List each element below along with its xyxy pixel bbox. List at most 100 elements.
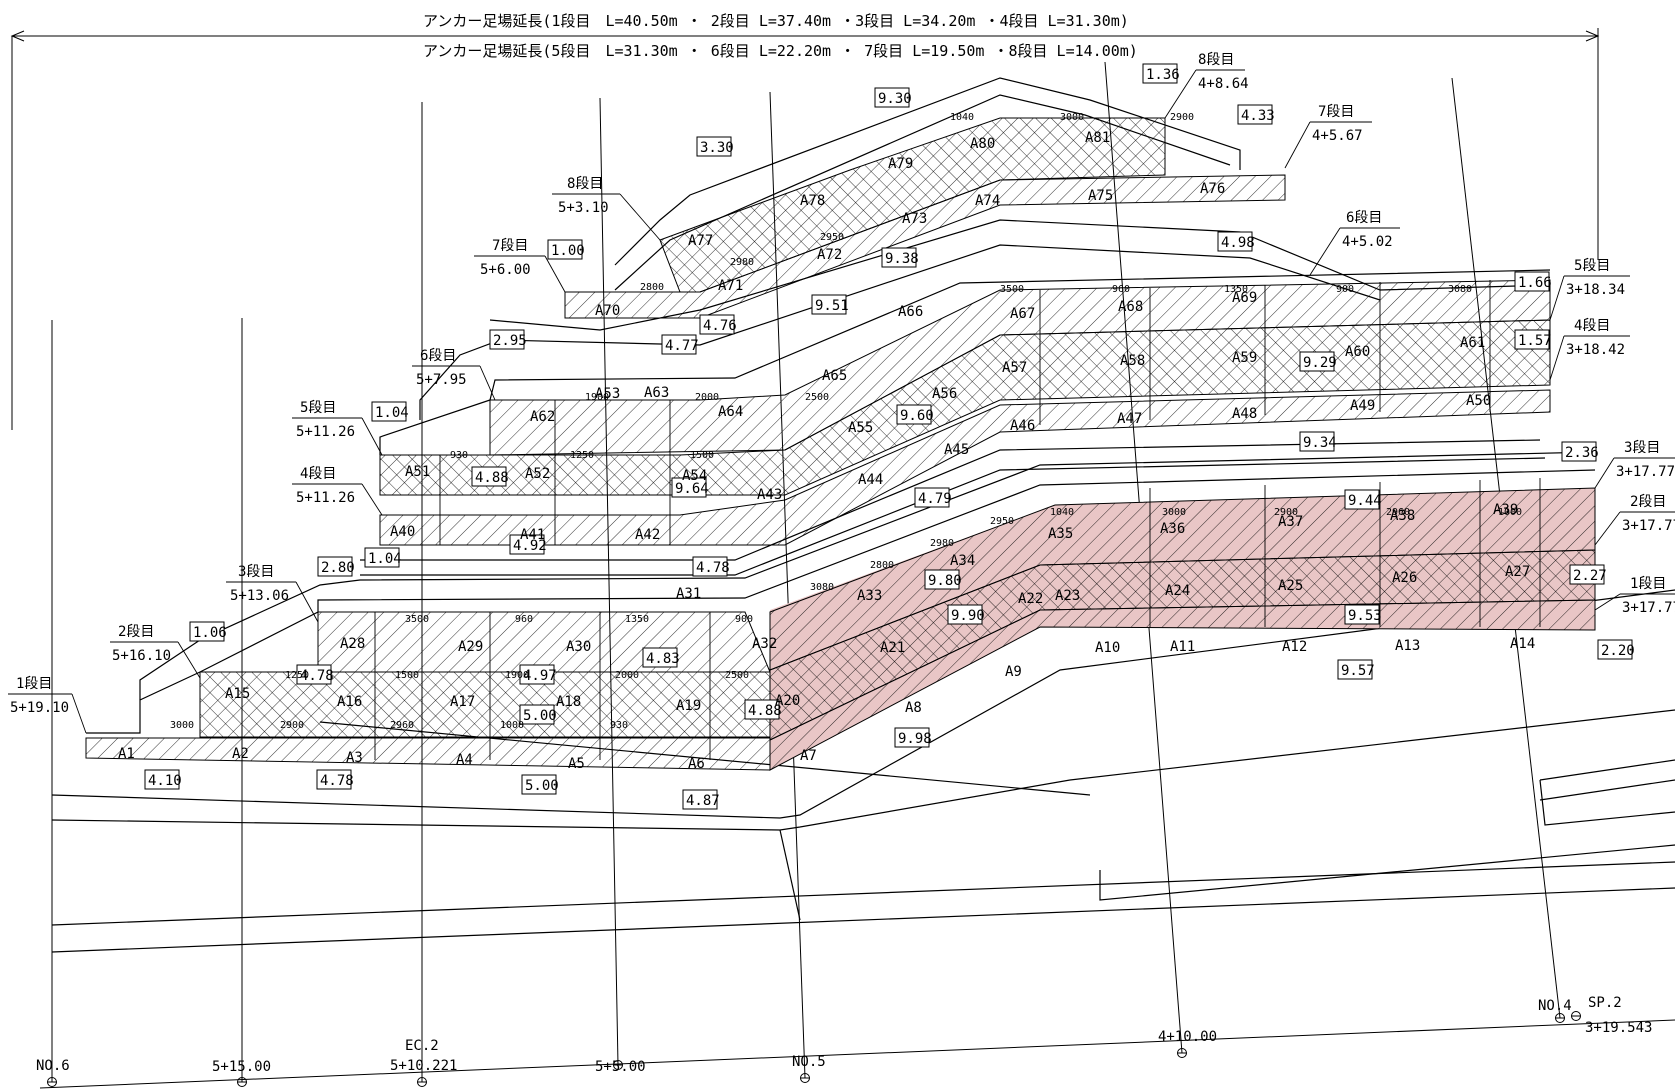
svg-text:9.60: 9.60 (900, 408, 934, 424)
area-label: A67 (1010, 306, 1035, 322)
area-label: A47 (1117, 411, 1142, 427)
dimension-label: 2900 (1170, 112, 1194, 123)
area-label: A44 (858, 472, 883, 488)
height-box: 4.88 (744, 699, 782, 720)
station-sub-sp2: 3+19.543 (1585, 1020, 1652, 1036)
dimension-label: 930 (450, 450, 468, 461)
dimension-label: 1350 (625, 614, 649, 625)
dimension-label: 1000 (1498, 507, 1522, 518)
area-label: A69 (1232, 290, 1257, 306)
dimension-label: 1250 (570, 450, 594, 461)
svg-text:4.78: 4.78 (696, 560, 730, 576)
area-label: A68 (1118, 299, 1143, 315)
area-label: A56 (932, 386, 957, 402)
dimension-label: 1900 (585, 392, 609, 403)
height-box: 9.90 (947, 604, 985, 625)
svg-text:9.90: 9.90 (951, 608, 985, 624)
height-box: 5.00 (519, 704, 557, 725)
tier-7-right-chain: 4+5.67 (1312, 128, 1363, 144)
tier-2-right-chain: 3+17.77 (1622, 518, 1675, 534)
height-box: 4.78 (296, 664, 334, 685)
station-label-5-5: 5+5.00 (595, 1059, 646, 1075)
header-dimension-line (10, 28, 1600, 430)
area-label: A7 (800, 748, 817, 764)
area-label: A77 (688, 233, 713, 249)
tier-5-right-step: 5段目 (1574, 258, 1610, 274)
height-box: 1.36 (1142, 63, 1180, 84)
dimension-label: 1250 (285, 670, 309, 681)
area-label: A21 (880, 640, 905, 656)
area-label: A24 (1165, 583, 1190, 599)
height-box: 1.66 (1514, 271, 1552, 292)
dimension-label: 2900 (280, 720, 304, 731)
svg-text:4.10: 4.10 (148, 773, 182, 789)
tier-6-left-chain: 5+7.95 (416, 372, 467, 388)
area-label: A23 (1055, 588, 1080, 604)
area-label: A15 (225, 686, 250, 702)
area-label: A45 (944, 442, 969, 458)
height-box: 1.04 (364, 547, 402, 568)
area-label: A35 (1048, 526, 1073, 542)
height-box: 2.80 (317, 556, 355, 577)
area-label: A26 (1392, 570, 1417, 586)
svg-text:4.83: 4.83 (646, 651, 680, 667)
tier-8-left-chain: 5+3.10 (558, 200, 609, 216)
height-box: 4.98 (1217, 231, 1255, 252)
area-label: A71 (718, 278, 743, 294)
area-label: A73 (902, 211, 927, 227)
area-label: A55 (848, 420, 873, 436)
svg-text:9.38: 9.38 (885, 251, 919, 267)
area-label: A64 (718, 404, 743, 420)
area-label: A2 (232, 746, 249, 762)
tier-6-right-chain: 4+5.02 (1342, 234, 1393, 250)
area-label: A27 (1505, 564, 1530, 580)
tier-3-right-chain: 3+17.77 (1616, 464, 1675, 480)
area-label: A36 (1160, 521, 1185, 537)
height-box: 4.76 (699, 314, 737, 335)
height-box: 9.38 (881, 247, 919, 268)
dimension-label: 1500 (395, 670, 419, 681)
svg-text:4.79: 4.79 (918, 491, 952, 507)
area-label: A41 (520, 527, 545, 543)
dimension-label: 960 (1112, 284, 1130, 295)
dimension-label: 2800 (870, 560, 894, 571)
dimension-label: 2950 (990, 516, 1014, 527)
height-box: 9.51 (811, 294, 849, 315)
svg-text:9.30: 9.30 (878, 91, 912, 107)
tier-2-right-step: 2段目 (1630, 494, 1666, 510)
tier-labels-left: 1段目 5+19.10 2段目 5+16.10 3段目 5+13.06 4段目 … (10, 176, 609, 716)
area-label: A33 (857, 588, 882, 604)
svg-text:1.36: 1.36 (1146, 67, 1180, 83)
area-label: A10 (1095, 640, 1120, 656)
area-label: A63 (644, 385, 669, 401)
area-label: A30 (566, 639, 591, 655)
area-label: A28 (340, 636, 365, 652)
area-label: A3 (346, 750, 363, 766)
area-label: A38 (1390, 508, 1415, 524)
tier-1-left-chain: 5+19.10 (10, 700, 69, 716)
tier-3-left-chain: 5+13.06 (230, 588, 289, 604)
height-box: 2.20 (1597, 639, 1635, 660)
svg-text:2.36: 2.36 (1565, 445, 1599, 461)
svg-text:4.87: 4.87 (686, 793, 720, 809)
dimension-label: 2500 (805, 392, 829, 403)
height-box: 9.44 (1344, 489, 1382, 510)
area-label: A80 (970, 136, 995, 152)
dimension-label: 2980 (930, 538, 954, 549)
svg-text:9.44: 9.44 (1348, 493, 1382, 509)
tier-7-right-step: 7段目 (1318, 104, 1354, 120)
dimension-label: 900 (735, 614, 753, 625)
dimension-label: 2950 (820, 232, 844, 243)
area-label: A39 (1493, 502, 1518, 518)
area-label: A19 (676, 698, 701, 714)
svg-text:1.04: 1.04 (375, 405, 409, 421)
height-box: 4.79 (914, 487, 952, 508)
tier-4-left-step: 4段目 (300, 466, 336, 482)
tier-6-left-step: 6段目 (420, 348, 456, 364)
station-markers: NO.6 5+15.00 EC.2 5+10.221 5+5.00 NO.5 4… (36, 995, 1675, 1089)
height-box: 9.34 (1299, 431, 1337, 452)
area-label: A61 (1460, 335, 1485, 351)
dimension-label: 2900 (1274, 507, 1298, 518)
tier-1-right-chain: 3+17.77 (1622, 600, 1675, 616)
